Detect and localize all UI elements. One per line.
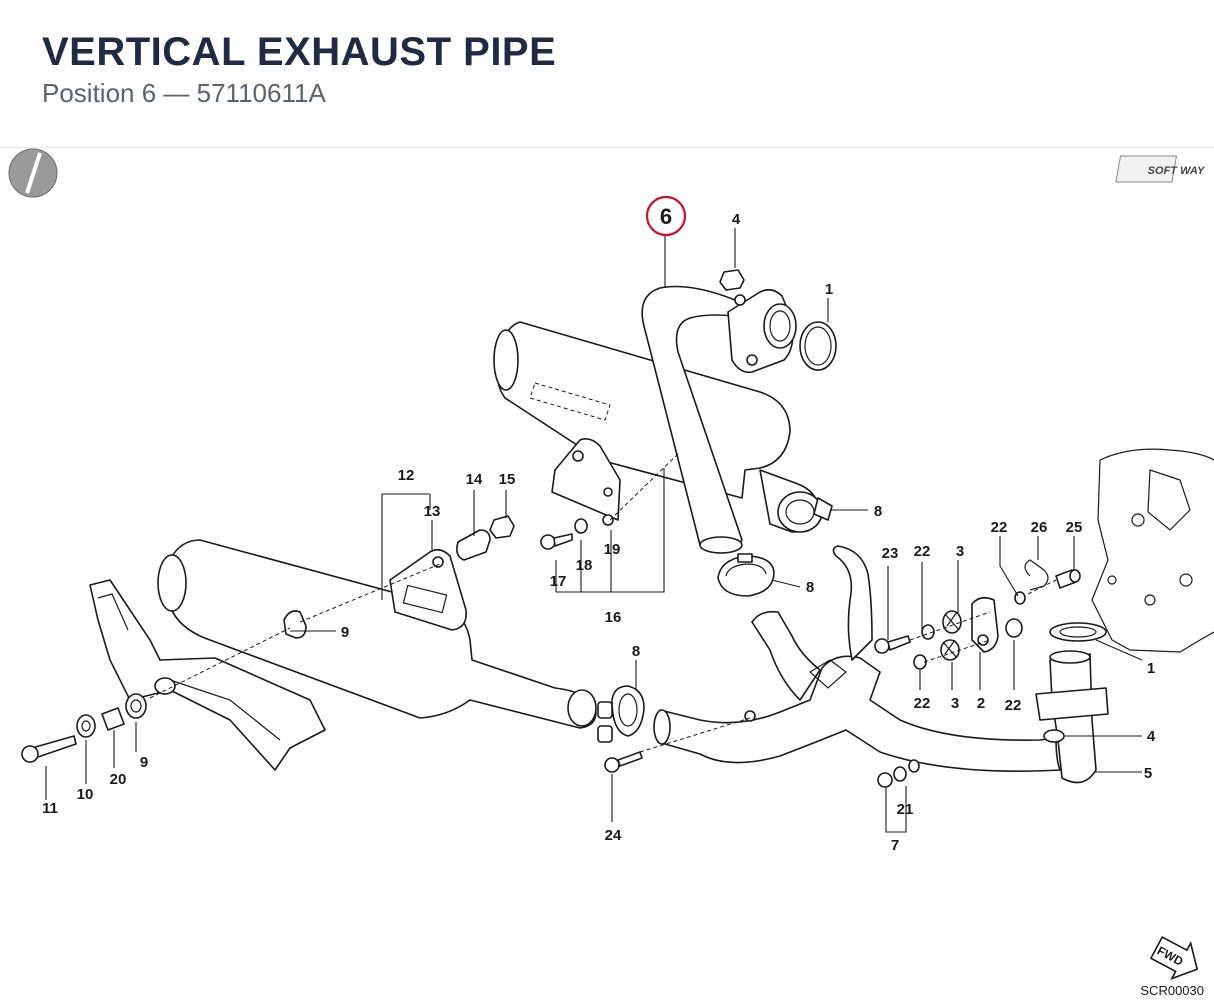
callout-labels: 6 4 1 8 8 8 12 13 14 15 19 18 17 16 9 9 …: [42, 195, 1156, 854]
exploded-parts-diagram: SOFT WAY: [0, 148, 1214, 1003]
callout-15[interactable]: 15: [499, 471, 516, 488]
callout-6-number: 6: [660, 204, 672, 229]
spacer-20: [101, 707, 125, 731]
washer-10: [76, 714, 96, 738]
rubber-grommet-9b: [125, 693, 147, 719]
gasket-lower: [1049, 622, 1107, 642]
bolt-7: [877, 772, 893, 788]
callout-7[interactable]: 7: [891, 837, 899, 854]
drawing-code: SCR00030: [1140, 983, 1204, 998]
callout-1-upper[interactable]: 1: [825, 281, 833, 298]
callout-24[interactable]: 24: [605, 827, 622, 844]
bolt-17: [540, 533, 573, 550]
callout-4-lower[interactable]: 4: [1147, 728, 1156, 745]
callout-8-middle[interactable]: 8: [806, 579, 814, 596]
silencer-bracket-upper: [551, 438, 621, 521]
callout-4-upper[interactable]: 4: [732, 211, 741, 228]
brand-mark-logo: SOFT WAY: [1115, 155, 1206, 183]
bolt-11: [21, 735, 77, 763]
callout-3-lower[interactable]: 3: [951, 695, 959, 712]
washer-18: [574, 518, 588, 534]
engine-case-outline: [1091, 448, 1214, 653]
callout-17[interactable]: 17: [550, 573, 567, 590]
stud-25: [1055, 569, 1081, 589]
clamp-lower: [611, 685, 645, 737]
callout-1-lower[interactable]: 1: [1147, 660, 1155, 677]
callout-23[interactable]: 23: [882, 545, 899, 562]
gasket-upper: [799, 321, 837, 371]
callout-20[interactable]: 20: [110, 771, 127, 788]
leader-lines: [45, 228, 1143, 833]
callout-16[interactable]: 16: [605, 609, 622, 626]
callout-22-b[interactable]: 22: [991, 519, 1008, 536]
spring-26: [1024, 559, 1049, 591]
callout-2[interactable]: 2: [977, 695, 985, 712]
callout-9-lower[interactable]: 9: [140, 754, 148, 771]
washer-22b: [1005, 618, 1023, 638]
page-header: VERTICAL EXHAUST PIPE Position 6 — 57110…: [0, 0, 1214, 148]
spring-3b: [940, 639, 960, 661]
assembly-guide-lines: [149, 451, 1057, 753]
callout-3-upper[interactable]: 3: [956, 543, 964, 560]
exhaust-manifold: [653, 545, 1061, 772]
forward-direction-icon: FWD: [1149, 935, 1199, 980]
callout-22-c[interactable]: 22: [914, 695, 931, 712]
callout-25[interactable]: 25: [1066, 519, 1083, 536]
callout-14[interactable]: 14: [466, 471, 483, 488]
spacer-14: [456, 529, 491, 561]
callout-8-upper[interactable]: 8: [874, 503, 882, 520]
washer-21: [893, 759, 920, 782]
vertical-exhaust-pipe: [641, 285, 797, 554]
callout-18[interactable]: 18: [576, 557, 593, 574]
callout-11[interactable]: 11: [42, 800, 58, 817]
callout-22-d[interactable]: 22: [1005, 697, 1022, 714]
front-exhaust-elbow: [1035, 650, 1109, 784]
callout-12[interactable]: 12: [398, 467, 415, 484]
page-subtitle: Position 6 — 57110611A: [42, 78, 326, 108]
manufacturer-logo-icon: [8, 148, 58, 198]
upper-silencer: [493, 321, 833, 533]
spacer-pair: [597, 701, 613, 743]
callout-19[interactable]: 19: [604, 541, 621, 558]
bolt-23: [874, 635, 911, 654]
footpeg-bracket: [89, 579, 326, 771]
nut-19: [602, 514, 614, 526]
washer-22a: [921, 624, 935, 640]
callout-13[interactable]: 13: [424, 503, 441, 520]
nut-lower: [1043, 729, 1065, 743]
callout-5[interactable]: 5: [1144, 765, 1152, 782]
page-title: VERTICAL EXHAUST PIPE: [42, 30, 557, 74]
nut-15: [489, 515, 515, 539]
brand-mark-text: SOFT WAY: [1148, 165, 1206, 177]
callout-26[interactable]: 26: [1031, 519, 1048, 536]
callout-8-lower[interactable]: 8: [632, 643, 640, 660]
bracket-2: [971, 596, 999, 653]
callout-22-a[interactable]: 22: [914, 543, 931, 560]
spring-3a: [942, 610, 962, 634]
silencer-bracket-lower: [389, 548, 468, 631]
lower-silencer: [157, 539, 597, 729]
washer-22c: [913, 654, 927, 670]
clamp-middle: [717, 553, 775, 597]
callout-9-upper[interactable]: 9: [341, 624, 349, 641]
nut-upper: [719, 269, 745, 291]
highlight-callout-6[interactable]: 6: [645, 195, 687, 237]
callout-21[interactable]: 21: [897, 801, 914, 818]
callout-10[interactable]: 10: [77, 786, 94, 803]
bolt-24: [604, 751, 643, 773]
